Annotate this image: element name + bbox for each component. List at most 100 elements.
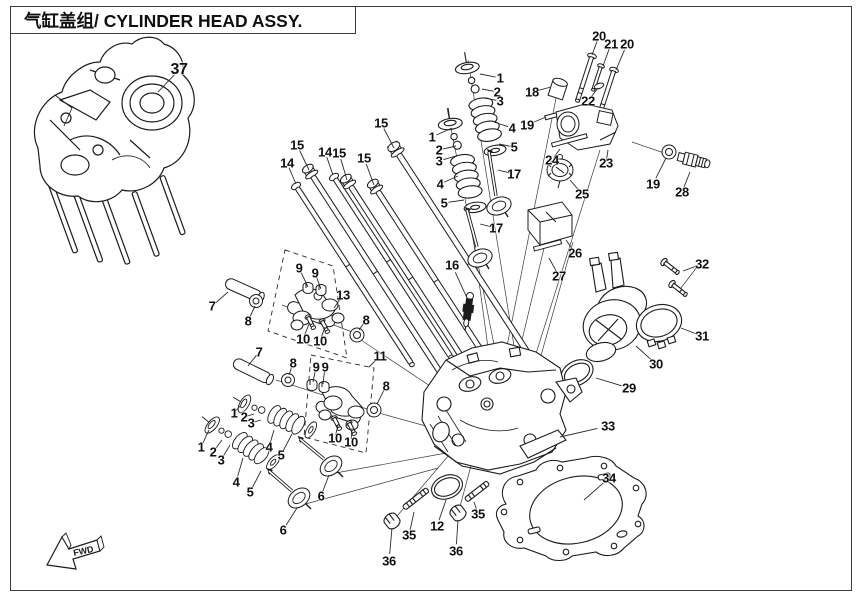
leader-line — [602, 48, 610, 67]
part-bracket-26 — [527, 201, 573, 246]
part-gasket-strip-27 — [532, 239, 563, 252]
leader-line — [237, 457, 244, 477]
part-sensor-28 — [676, 151, 711, 169]
leader-line — [322, 370, 326, 385]
leader-line — [340, 158, 348, 181]
part-rocker-shaft-7b — [232, 358, 275, 386]
part-bolt-10b — [318, 318, 331, 334]
part-bottom-hardware — [383, 474, 490, 530]
leader-line — [285, 507, 298, 526]
leader-line — [333, 297, 342, 309]
fwd-marker: FWD — [46, 532, 105, 570]
leader-line — [157, 74, 175, 93]
fwd-label: FWD — [72, 544, 95, 558]
leader-line — [320, 326, 326, 339]
part-stud-35a — [402, 487, 429, 510]
part-oring-12 — [431, 474, 463, 500]
part-bolt-32a — [660, 257, 680, 275]
leader-line — [479, 73, 496, 78]
leader-line — [283, 433, 293, 451]
part-nut-9a — [302, 282, 314, 294]
leader-line — [615, 49, 625, 71]
leader-line — [303, 323, 310, 336]
leader-line — [246, 413, 255, 417]
leader-line — [222, 444, 231, 457]
leader-line — [436, 127, 453, 136]
part-gasket-strip-24 — [550, 133, 588, 148]
leader-line — [288, 365, 293, 376]
leader-line — [569, 179, 580, 192]
part-bolt-15 — [366, 178, 515, 401]
leader-line — [483, 97, 497, 101]
leader-line — [376, 389, 385, 405]
part-exhaust-valve-17a — [486, 149, 512, 218]
part-bolt-10c — [330, 415, 343, 431]
part-intake-pipe-30 — [582, 251, 648, 363]
leader-line — [312, 370, 316, 383]
part-nut-9c — [306, 379, 318, 391]
leader-line — [605, 149, 609, 161]
leader-line — [479, 223, 493, 228]
leader-line — [536, 86, 552, 92]
part-intake-valve-6a — [298, 436, 344, 478]
leader-line — [234, 405, 241, 412]
page-title: 气缸盖组/ CYLINDER HEAD ASSY. — [24, 10, 303, 31]
part-intake-valve-6b — [267, 468, 312, 510]
part-exhaust-valve-17b — [465, 207, 493, 270]
leader-line — [448, 199, 465, 203]
leader-line — [595, 377, 622, 387]
leader-line — [583, 482, 604, 501]
part-thermostat-group — [527, 52, 711, 252]
leader-line — [473, 501, 478, 512]
part-nut-36b — [449, 504, 467, 522]
leader-line — [655, 157, 667, 179]
part-clamp-ring-31 — [635, 303, 683, 350]
part-washer-22 — [593, 82, 605, 90]
leader-line — [215, 291, 229, 304]
part-cap-18 — [547, 77, 568, 101]
leader-line — [202, 429, 210, 444]
part-thermostat-25 — [546, 154, 574, 189]
part-rocker-assembly-11 — [232, 358, 382, 436]
leader-line — [682, 265, 698, 272]
part-complete-head-assembly-37 — [33, 36, 195, 265]
leader-line — [300, 271, 309, 288]
leader-line — [249, 305, 256, 318]
leader-line — [565, 239, 574, 251]
leader-line — [498, 143, 511, 147]
part-stud-bolts-14-15 — [290, 140, 558, 401]
leader-line — [443, 154, 460, 161]
leader-line — [443, 175, 459, 183]
leader-line — [288, 167, 297, 185]
leader-line — [548, 257, 558, 273]
rocker-group-box-13 — [267, 249, 348, 359]
leader-line — [635, 345, 652, 361]
part-stud-14 — [290, 181, 415, 368]
part-screw-21 — [591, 63, 605, 92]
leader-line — [358, 321, 365, 331]
leader-line — [497, 169, 511, 174]
leader-line — [438, 499, 447, 521]
leader-line — [531, 116, 547, 124]
leader-line — [442, 145, 457, 150]
part-side-plate-33 — [519, 429, 567, 459]
leader-line — [481, 88, 494, 92]
leader-line — [269, 429, 275, 444]
part-nut-9b — [315, 284, 327, 296]
part-stud-35b — [464, 480, 490, 502]
leader-line — [247, 354, 257, 367]
part-nut-36a — [383, 512, 401, 530]
leader-line — [454, 272, 468, 299]
part-rocker-assembly-13 — [225, 278, 365, 343]
leader-line — [493, 121, 509, 128]
leader-line — [680, 327, 698, 335]
leader-line — [253, 419, 262, 423]
leader-line — [315, 276, 322, 290]
part-head-gasket-34 — [495, 455, 647, 562]
part-intake-adapter-group — [560, 251, 688, 387]
part-nut-9d — [318, 381, 330, 393]
part-bolt-32b — [668, 279, 688, 297]
leader-line — [368, 358, 378, 368]
